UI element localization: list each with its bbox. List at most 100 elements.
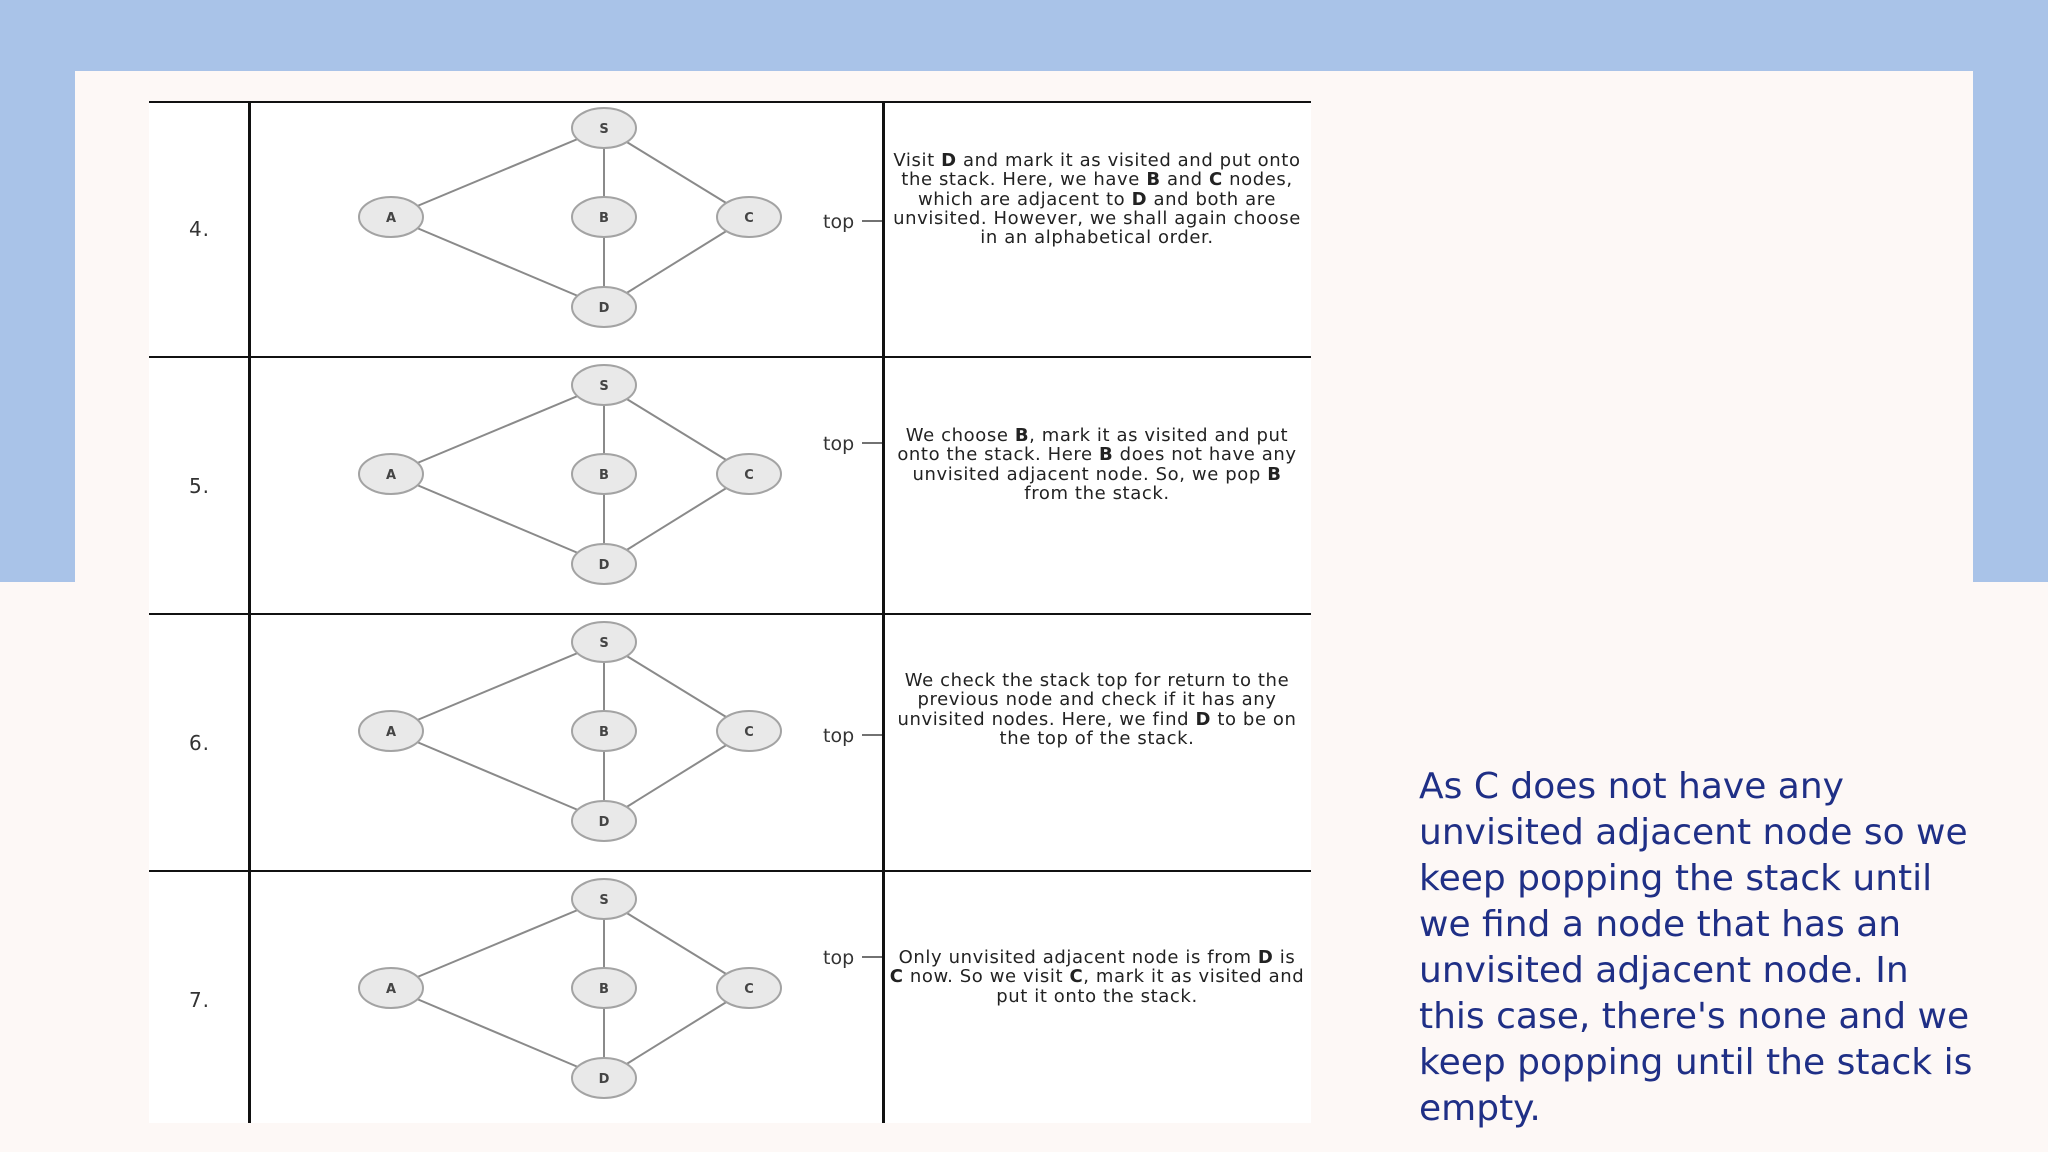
- emphasized-node: B: [1099, 444, 1114, 466]
- node-label: C: [744, 982, 754, 997]
- emphasized-node: D: [1257, 947, 1274, 968]
- node-label: S: [599, 122, 608, 137]
- node-label: B: [599, 982, 609, 997]
- row-divider: [149, 613, 1311, 615]
- node-label: B: [599, 725, 609, 740]
- graph-node-a: A: [358, 967, 424, 1009]
- graph-edge-s-a: [390, 384, 605, 475]
- graph-node-c: C: [716, 967, 782, 1009]
- step-description: We check the stack top for return to the…: [889, 671, 1305, 748]
- column-divider: [248, 101, 251, 1123]
- row-divider: [149, 870, 1311, 872]
- step-row: 6.SABCDDAStopStackWe check the stack top…: [149, 615, 1311, 871]
- explanation-note: As C does not have any unvisited adjacen…: [1419, 766, 1973, 1129]
- graph-node-a: A: [358, 196, 424, 238]
- graph-node-b: B: [571, 453, 637, 495]
- step-description: Only unvisited adjacent node is from D i…: [889, 948, 1305, 1006]
- graph-node-d: D: [571, 1057, 637, 1099]
- emphasized-node: C: [1208, 169, 1223, 191]
- column-divider: [882, 101, 885, 1123]
- node-label: C: [744, 468, 754, 483]
- graph-edge-s-c: [603, 641, 750, 732]
- emphasized-node: C: [889, 966, 904, 988]
- node-label: A: [386, 468, 396, 483]
- graph-edge-c-d: [603, 730, 750, 822]
- graph-illustration: SABCDCDAStopStack: [250, 872, 882, 1128]
- graph-diagram: SABCDCDAStopStack: [358, 878, 882, 1099]
- graph-node-s: S: [571, 621, 637, 663]
- arrow-right-icon: [862, 220, 882, 222]
- graph-node-a: A: [358, 710, 424, 752]
- description-text: is: [1273, 947, 1296, 968]
- graph-node-d: D: [571, 543, 637, 585]
- graph-node-c: C: [716, 710, 782, 752]
- node-label: D: [599, 1072, 610, 1087]
- step-row: 7.SABCDCDAStopStackOnly unvisited adjace…: [149, 872, 1311, 1128]
- description-text: We check the stack top for return to the…: [897, 670, 1290, 730]
- graph-edge-s-a: [390, 898, 605, 989]
- step-number: 4.: [188, 217, 211, 241]
- step-row: 5.SABCDBDAStopStackWe choose B, mark it …: [149, 358, 1311, 614]
- graph-illustration: SABCDDAStopStack: [250, 615, 882, 871]
- row-divider: [149, 356, 1311, 358]
- node-label: C: [744, 725, 754, 740]
- graph-node-d: D: [571, 286, 637, 328]
- graph-node-a: A: [358, 453, 424, 495]
- emphasized-node: C: [1069, 966, 1084, 988]
- graph-node-b: B: [571, 967, 637, 1009]
- graph-node-s: S: [571, 364, 637, 406]
- arrow-right-icon: [862, 734, 882, 736]
- graph-illustration: SABCDBDAStopStack: [250, 358, 882, 614]
- description-text: Visit: [893, 150, 942, 171]
- step-description: We choose B, mark it as visited and put …: [889, 426, 1305, 503]
- description-text: Only unvisited adjacent node is from: [898, 947, 1258, 968]
- node-label: A: [386, 725, 396, 740]
- graph-edge-s-a: [390, 641, 605, 732]
- node-label: D: [599, 815, 610, 830]
- node-label: D: [599, 558, 610, 573]
- description-text: does not have any unvisited adjacent nod…: [912, 444, 1297, 485]
- node-label: C: [744, 211, 754, 226]
- graph-edge-c-d: [603, 216, 750, 308]
- emphasized-node: B: [1267, 463, 1282, 485]
- node-label: B: [599, 468, 609, 483]
- description-text: to be on the top of the stack.: [999, 708, 1297, 749]
- graph-node-b: B: [571, 710, 637, 752]
- stack-top-label: top: [823, 947, 854, 969]
- emphasized-node: D: [941, 150, 957, 171]
- description-text: nodes, which are adjacent to: [917, 169, 1293, 210]
- description-text: , mark it as visited and put it onto the…: [996, 966, 1305, 1007]
- graph-edge-s-c: [603, 127, 750, 218]
- arrow-right-icon: [862, 956, 882, 958]
- graph-node-c: C: [716, 453, 782, 495]
- node-label: D: [599, 301, 610, 316]
- step-number: 6.: [188, 731, 211, 755]
- graph-edge-s-c: [603, 898, 750, 989]
- description-text: and both are unvisited. However, we shal…: [893, 188, 1301, 249]
- node-label: A: [386, 982, 396, 997]
- emphasized-node: B: [1014, 425, 1030, 446]
- node-label: S: [599, 379, 608, 394]
- node-label: S: [599, 636, 608, 651]
- dfs-steps-table: 4.SABCDDAStopStackVisit D and mark it as…: [149, 101, 1311, 1123]
- graph-edge-s-c: [603, 384, 750, 475]
- emphasized-node: D: [1195, 708, 1211, 730]
- node-label: A: [386, 211, 396, 226]
- step-number: 5.: [188, 474, 211, 498]
- description-text: now. So we visit: [903, 966, 1070, 988]
- node-label: S: [599, 893, 608, 908]
- graph-node-s: S: [571, 878, 637, 920]
- arrow-right-icon: [862, 442, 882, 444]
- graph-edge-a-d: [390, 216, 605, 308]
- stack-top-label: top: [823, 211, 854, 233]
- stack-top-label: top: [823, 433, 854, 455]
- graph-node-s: S: [571, 107, 637, 149]
- emphasized-node: B: [1146, 169, 1161, 191]
- description-text: from the stack.: [1024, 482, 1170, 504]
- graph-diagram: SABCDDAStopStack: [358, 621, 882, 842]
- graph-node-d: D: [571, 800, 637, 842]
- description-text: , mark it as visited and put onto the st…: [897, 425, 1289, 466]
- graph-node-c: C: [716, 196, 782, 238]
- graph-edge-a-d: [390, 730, 605, 822]
- graph-illustration: SABCDDAStopStack: [250, 101, 882, 357]
